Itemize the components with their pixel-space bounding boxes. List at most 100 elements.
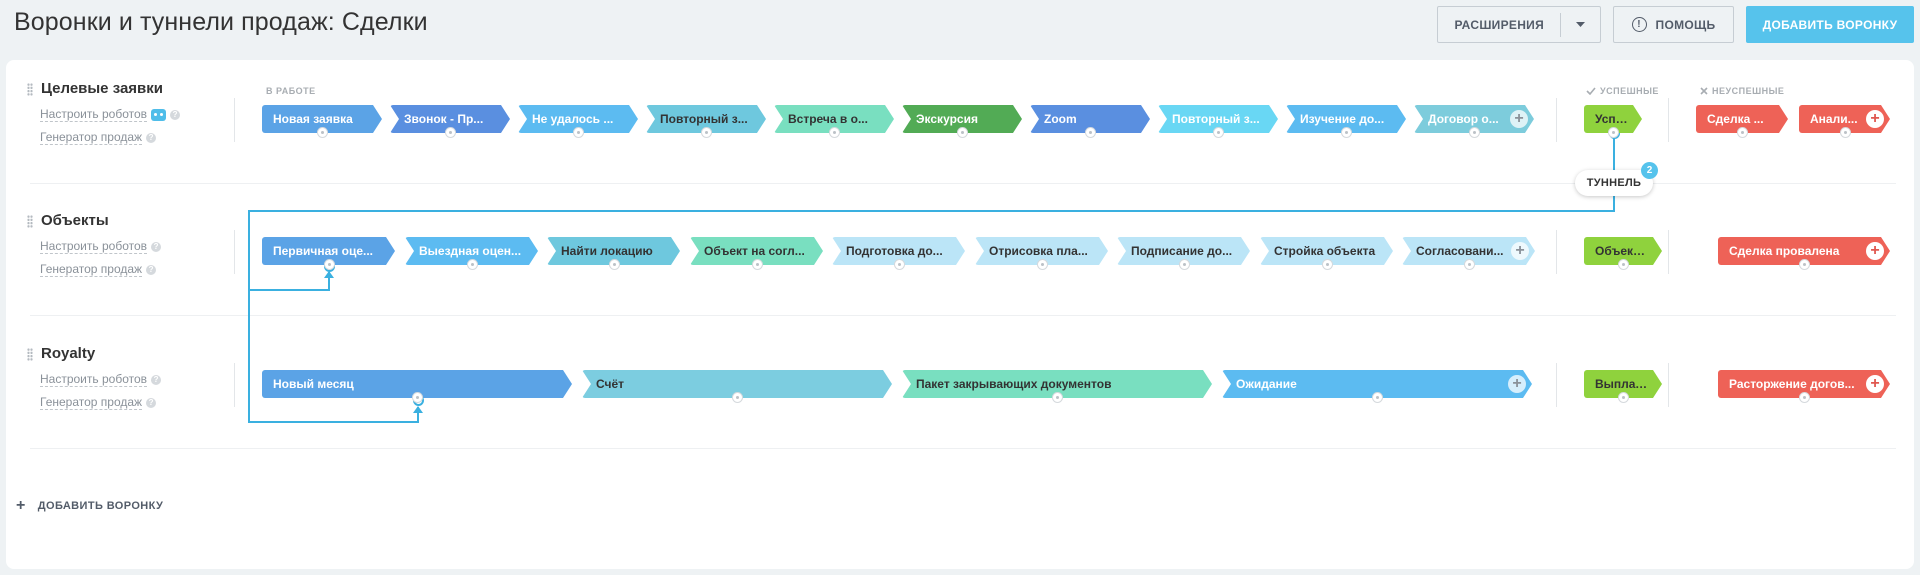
stage-chip[interactable]: Подписание до... xyxy=(1117,237,1250,270)
help-icon[interactable]: ? xyxy=(170,109,181,120)
stage-connector-dot[interactable] xyxy=(1085,127,1096,138)
stage-chip[interactable]: Первичная оце... xyxy=(262,237,395,270)
help-icon[interactable]: ? xyxy=(146,264,157,275)
tunnel-badge[interactable]: ТУННЕЛЬ xyxy=(1575,170,1653,196)
fail-stage-chip[interactable]: Сделка провалена+ xyxy=(1718,237,1890,270)
funnel-name[interactable]: Целевые заявки xyxy=(41,80,163,97)
stage-connector-dot[interactable] xyxy=(732,392,743,403)
fail-stage-chip[interactable]: Расторжение догов...+ xyxy=(1718,370,1890,403)
column-divider xyxy=(1668,230,1669,274)
stage-chip[interactable]: Объект на согл... xyxy=(690,237,823,270)
add-stage-icon[interactable]: + xyxy=(1866,110,1884,128)
stage-chip[interactable]: Отрисовка пла... xyxy=(975,237,1108,270)
stage-chip[interactable]: Не удалось ... xyxy=(518,105,638,138)
funnel-name[interactable]: Royalty xyxy=(41,345,96,362)
stage-chip[interactable]: Повторный з... xyxy=(646,105,766,138)
extensions-dropdown-arrow[interactable] xyxy=(1561,22,1600,27)
stage-connector-dot[interactable] xyxy=(1178,259,1190,270)
add-funnel-button[interactable]: ДОБАВИТЬ ВОРОНКУ xyxy=(1746,6,1914,43)
drag-handle-icon[interactable] xyxy=(27,348,33,361)
add-stage-icon[interactable]: + xyxy=(1508,375,1526,393)
stage-connector-dot[interactable] xyxy=(445,127,456,138)
stage-connector-dot[interactable] xyxy=(1618,259,1629,270)
drag-handle-icon[interactable] xyxy=(27,215,33,228)
stage-connector-dot[interactable] xyxy=(1799,259,1810,270)
column-divider xyxy=(234,98,235,142)
stage-connector-dot[interactable] xyxy=(608,259,620,270)
stage-chip[interactable]: Встреча в о... xyxy=(774,105,894,138)
configure-robots-link[interactable]: Настроить роботов? xyxy=(40,372,162,387)
stage-connector-dot[interactable] xyxy=(323,259,335,270)
add-stage-icon[interactable]: + xyxy=(1866,242,1884,260)
sales-generator-label: Генератор продаж xyxy=(40,395,143,410)
row-separator xyxy=(30,315,1896,316)
fail-stage-chip[interactable]: Сделка ... xyxy=(1696,105,1788,138)
stage-connector-dot[interactable] xyxy=(1213,127,1224,138)
stage-chip[interactable]: Звонок - Пр... xyxy=(390,105,510,138)
stage-connector-dot[interactable] xyxy=(1839,127,1851,138)
sales-generator-link[interactable]: Генератор продаж? xyxy=(40,262,157,277)
funnels-panel xyxy=(6,60,1914,569)
funnel-name[interactable]: Объекты xyxy=(41,212,109,229)
stage-chip[interactable]: Повторный з... xyxy=(1158,105,1278,138)
stage-chip[interactable]: Выездная оцен... xyxy=(405,237,538,270)
success-stage-chip[interactable]: Объект ... xyxy=(1584,237,1662,270)
stage-connector-dot[interactable] xyxy=(412,392,423,403)
footer-add-funnel-button[interactable]: + ДОБАВИТЬ ВОРОНКУ xyxy=(16,497,163,515)
column-divider xyxy=(234,363,235,407)
stage-chip[interactable]: Ожидание+ xyxy=(1222,370,1532,403)
stage-connector-dot[interactable] xyxy=(1463,259,1475,270)
stage-connector-dot[interactable] xyxy=(1341,127,1352,138)
help-icon[interactable]: ? xyxy=(151,374,162,385)
stage-connector-dot[interactable] xyxy=(1321,259,1333,270)
stage-chip[interactable]: Изучение до... xyxy=(1286,105,1406,138)
success-stage-chip[interactable]: Выплач... xyxy=(1584,370,1662,403)
sales-generator-link[interactable]: Генератор продаж? xyxy=(40,130,157,145)
stage-connector-dot[interactable] xyxy=(1052,392,1063,403)
stage-connector-dot[interactable] xyxy=(701,127,712,138)
stage-connector-dot[interactable] xyxy=(1372,392,1383,403)
stage-connector-dot[interactable] xyxy=(893,259,905,270)
stage-chip[interactable]: Zoom xyxy=(1030,105,1150,138)
stage-chip[interactable]: Пакет закрывающих документов xyxy=(902,370,1212,403)
fail-stage-chip[interactable]: Анали...+ xyxy=(1799,105,1890,138)
add-stage-icon[interactable]: + xyxy=(1510,110,1528,128)
configure-robots-link[interactable]: Настроить роботов? xyxy=(40,107,181,122)
extensions-label: РАСШИРЕНИЯ xyxy=(1454,17,1545,32)
help-button[interactable]: ! ПОМОЩЬ xyxy=(1613,6,1734,43)
stage-chip[interactable]: Согласовани...+ xyxy=(1402,237,1535,270)
stage-chip[interactable]: Найти локацию xyxy=(547,237,680,270)
tunnel-line-2 xyxy=(248,290,419,423)
drag-handle-icon[interactable] xyxy=(27,83,33,96)
stage-chip[interactable]: Экскурсия xyxy=(902,105,1022,138)
stage-chip[interactable]: Новая заявка xyxy=(262,105,382,138)
row-separator xyxy=(30,448,1896,449)
add-stage-icon[interactable]: + xyxy=(1511,242,1529,260)
stage-connector-dot[interactable] xyxy=(1799,392,1810,403)
stage-chip[interactable]: Договор о...+ xyxy=(1414,105,1534,138)
stage-connector-dot[interactable] xyxy=(1469,127,1480,138)
stage-connector-dot[interactable] xyxy=(573,127,584,138)
add-stage-icon[interactable]: + xyxy=(1866,375,1884,393)
help-icon[interactable]: ? xyxy=(146,132,157,143)
stage-connector-dot[interactable] xyxy=(1737,127,1748,138)
extensions-button[interactable]: РАСШИРЕНИЯ xyxy=(1437,6,1601,43)
sales-generator-link[interactable]: Генератор продаж? xyxy=(40,395,157,410)
stage-chip[interactable]: Стройка объекта xyxy=(1260,237,1393,270)
stage-connector-dot[interactable] xyxy=(751,259,763,270)
stage-connector-dot[interactable] xyxy=(1618,392,1629,403)
success-stage-chip[interactable]: Успех xyxy=(1584,105,1642,138)
stage-chip[interactable]: Счёт xyxy=(582,370,892,403)
stage-connector-dot[interactable] xyxy=(1608,127,1619,138)
stage-connector-dot[interactable] xyxy=(957,127,968,138)
configure-robots-link[interactable]: Настроить роботов? xyxy=(40,239,162,254)
help-icon[interactable]: ? xyxy=(151,241,162,252)
stage-connector-dot[interactable] xyxy=(317,127,328,138)
stage-connector-dot[interactable] xyxy=(466,259,478,270)
stage-chip[interactable]: Новый месяц xyxy=(262,370,572,403)
stage-connector-dot[interactable] xyxy=(1036,259,1048,270)
stage-chip[interactable]: Подготовка до... xyxy=(832,237,965,270)
stage-connector-dot[interactable] xyxy=(829,127,840,138)
help-icon[interactable]: ? xyxy=(146,397,157,408)
